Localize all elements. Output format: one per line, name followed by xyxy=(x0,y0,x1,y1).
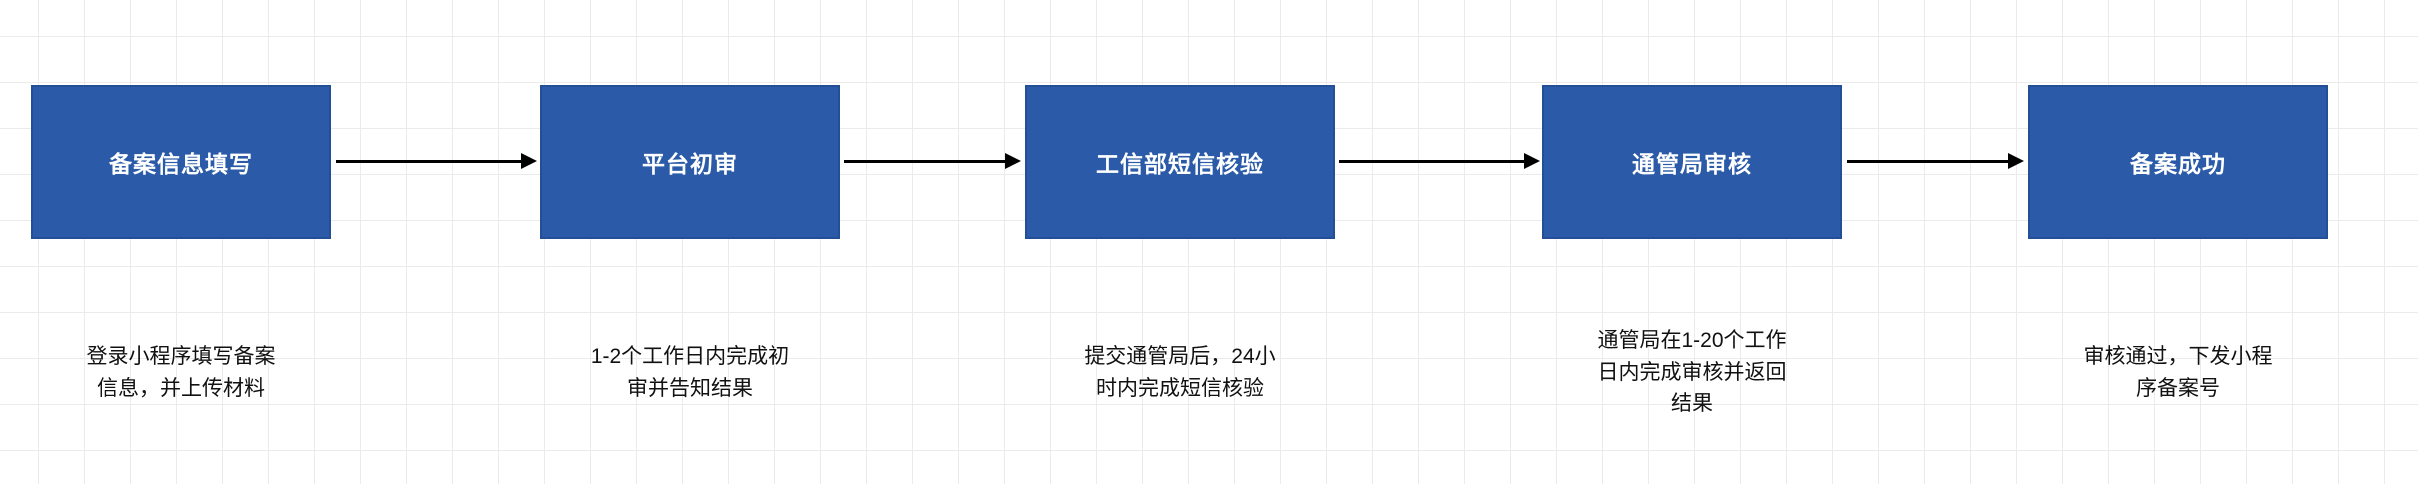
flow-step-description[interactable]: 审核通过，下发小程 序备案号 xyxy=(2053,300,2303,445)
flow-arrow-icon[interactable] xyxy=(844,153,1021,169)
flow-step-description-text: 1-2个工作日内完成初 审并告知结果 xyxy=(590,345,790,400)
flow-step-description[interactable]: 登录小程序填写备案 信息，并上传材料 xyxy=(56,300,306,445)
flow-step-label: 备案成功 xyxy=(2130,151,2226,177)
flow-step-box-authority-review[interactable]: 通管局审核 xyxy=(1542,85,1842,239)
flow-step-box-filing-success[interactable]: 备案成功 xyxy=(2028,85,2328,239)
flow-arrow-icon[interactable] xyxy=(336,153,537,169)
flow-step-label: 平台初审 xyxy=(642,151,738,177)
flow-step-description-text: 提交通管局后，24小 时内完成短信核验 xyxy=(1084,345,1276,400)
flow-step-label: 工信部短信核验 xyxy=(1096,151,1264,177)
flow-step-description[interactable]: 1-2个工作日内完成初 审并告知结果 xyxy=(565,300,815,445)
flow-step-description-text: 审核通过，下发小程 序备案号 xyxy=(2083,345,2273,400)
flow-step-description[interactable]: 通管局在1-20个工作 日内完成审核并返回 结果 xyxy=(1567,300,1817,445)
flow-arrow-icon[interactable] xyxy=(1847,153,2024,169)
flow-arrow-icon[interactable] xyxy=(1339,153,1540,169)
flow-step-box-platform-review[interactable]: 平台初审 xyxy=(540,85,840,239)
flow-step-description-text: 通管局在1-20个工作 日内完成审核并返回 结果 xyxy=(1597,329,1787,416)
flow-step-box-filing-info[interactable]: 备案信息填写 xyxy=(31,85,331,239)
flow-step-label: 备案信息填写 xyxy=(109,151,253,177)
flow-step-description[interactable]: 提交通管局后，24小 时内完成短信核验 xyxy=(1055,300,1305,445)
flow-step-label: 通管局审核 xyxy=(1632,151,1752,177)
flow-step-description-text: 登录小程序填写备案 信息，并上传材料 xyxy=(86,345,276,400)
flow-step-box-sms-verify[interactable]: 工信部短信核验 xyxy=(1025,85,1335,239)
